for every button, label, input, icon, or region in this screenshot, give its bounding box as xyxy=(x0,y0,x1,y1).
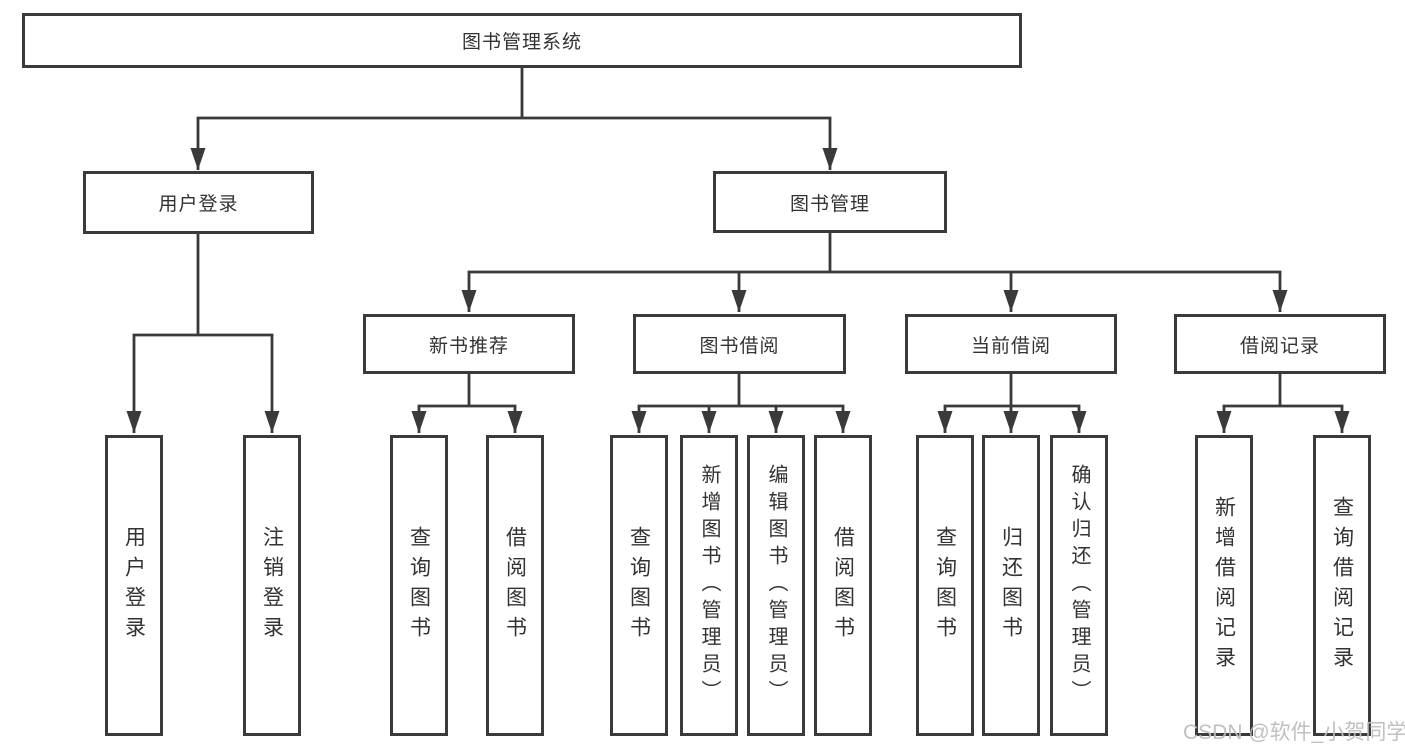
node-borrow-records-label: 借阅记录 xyxy=(1239,335,1320,357)
leaf-cb-query-books-label: 查询图书 xyxy=(933,525,957,646)
node-book-borrow: 图书借阅 xyxy=(633,314,846,374)
node-root-system-label: 图书管理系统 xyxy=(461,32,582,53)
node-new-book-recommend-label: 新书推荐 xyxy=(428,335,509,357)
leaf-bb-edit-books: 编辑图书（管理员） xyxy=(747,435,805,736)
leaf-logout-label: 注销登录 xyxy=(260,525,284,646)
node-book-borrow-label: 图书借阅 xyxy=(699,335,780,357)
leaf-user-login-label: 用户登录 xyxy=(122,525,146,646)
leaf-br-query-record: 查询借阅记录 xyxy=(1313,435,1371,736)
leaf-br-query-record-label: 查询借阅记录 xyxy=(1330,495,1354,676)
leaf-user-login: 用户登录 xyxy=(105,435,163,736)
leaf-cb-return-books: 归还图书 xyxy=(982,435,1040,736)
leaf-nb-query-books: 查询图书 xyxy=(390,435,448,736)
leaf-cb-return-books-label: 归还图书 xyxy=(999,525,1023,646)
node-borrow-records: 借阅记录 xyxy=(1174,314,1386,374)
leaf-nb-query-books-label: 查询图书 xyxy=(407,525,431,646)
node-current-borrow: 当前借阅 xyxy=(905,314,1117,374)
node-current-borrow-label: 当前借阅 xyxy=(970,335,1051,357)
leaf-br-add-record-label: 新增借阅记录 xyxy=(1212,495,1236,676)
node-book-management-label: 图书管理 xyxy=(789,193,870,215)
leaf-bb-borrow-books: 借阅图书 xyxy=(814,435,872,736)
leaf-bb-edit-books-label: 编辑图书（管理员） xyxy=(765,464,787,707)
leaf-bb-add-books: 新增图书（管理员） xyxy=(680,435,738,736)
leaf-bb-borrow-books-label: 借阅图书 xyxy=(831,525,855,646)
leaf-bb-query-books: 查询图书 xyxy=(610,435,668,736)
leaf-logout: 注销登录 xyxy=(243,435,301,736)
leaf-cb-confirm-return: 确认归还（管理员） xyxy=(1050,435,1108,736)
leaf-cb-confirm-return-label: 确认归还（管理员） xyxy=(1068,464,1090,707)
leaf-bb-query-books-label: 查询图书 xyxy=(627,525,651,646)
leaf-nb-borrow-books: 借阅图书 xyxy=(486,435,544,736)
node-user-login: 用户登录 xyxy=(83,171,314,234)
leaf-bb-add-books-label: 新增图书（管理员） xyxy=(698,464,720,707)
node-book-management: 图书管理 xyxy=(713,171,947,233)
node-new-book-recommend: 新书推荐 xyxy=(363,314,575,374)
node-user-login-label: 用户登录 xyxy=(158,194,239,215)
leaf-cb-query-books: 查询图书 xyxy=(916,435,974,736)
node-root-system: 图书管理系统 xyxy=(22,13,1022,68)
leaf-nb-borrow-books-label: 借阅图书 xyxy=(503,525,527,646)
leaf-br-add-record: 新增借阅记录 xyxy=(1195,435,1253,736)
